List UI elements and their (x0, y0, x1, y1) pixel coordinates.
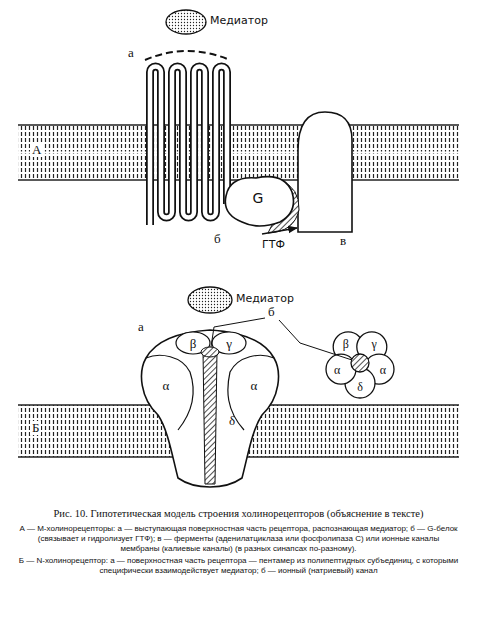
subunit: α (247, 377, 261, 393)
mediator-ellipse (166, 10, 206, 34)
part-letter: а (128, 46, 134, 60)
part-letter: б (214, 232, 221, 246)
effector-structure (298, 112, 352, 232)
figure-caption: Рис. 10. Гипотетическая модель строения … (18, 508, 459, 521)
receptor-helices (150, 67, 227, 226)
g-protein-blob (225, 177, 293, 226)
gtp-arrow (262, 228, 297, 234)
pentamer-side-view (142, 330, 279, 487)
leader-line (279, 320, 352, 360)
caption-note: А — М-холинорецепторы: а — выступающая п… (18, 524, 459, 554)
node-text: δ (229, 414, 235, 427)
node-text: α (334, 364, 340, 376)
mediator-label: Медиатор (210, 15, 268, 27)
subunit-petal: α (376, 363, 390, 377)
node-text: δ (357, 381, 363, 393)
membrane-letter: Б (30, 421, 41, 435)
node-text: β (343, 338, 349, 350)
node-text: β (190, 337, 197, 350)
gtp-label: ГТФ (262, 239, 285, 251)
pentamer-top-view (326, 332, 394, 398)
node-text: G (253, 191, 264, 205)
caption-note: Б — N-холинорецептор: а — поверхностная … (18, 556, 459, 576)
subunit: δ (225, 412, 239, 428)
subunit: β (186, 335, 200, 351)
node-text: α (251, 379, 258, 392)
g-protein: G (249, 189, 267, 207)
part-letter: б (268, 305, 275, 319)
node-text: γ (226, 337, 232, 350)
membrane-a (18, 125, 459, 180)
part-letter: в (340, 234, 346, 248)
mediator-label: Медиатор (236, 293, 294, 305)
node-text: α (163, 379, 170, 392)
node-text: γ (371, 338, 376, 350)
subunit: α (159, 377, 173, 393)
subunit-petal: γ (367, 337, 381, 351)
subunit-petal: α (330, 363, 344, 377)
subunit: γ (222, 335, 236, 351)
mediator-ellipse (188, 287, 232, 313)
dashed-arc (145, 51, 230, 60)
membrane-letter: А (30, 143, 43, 157)
subunit-petal: δ (353, 380, 367, 394)
part-letter: а (138, 320, 144, 334)
node-text: α (380, 364, 386, 376)
leader-line (211, 318, 265, 347)
subunit-petal: β (339, 337, 353, 351)
